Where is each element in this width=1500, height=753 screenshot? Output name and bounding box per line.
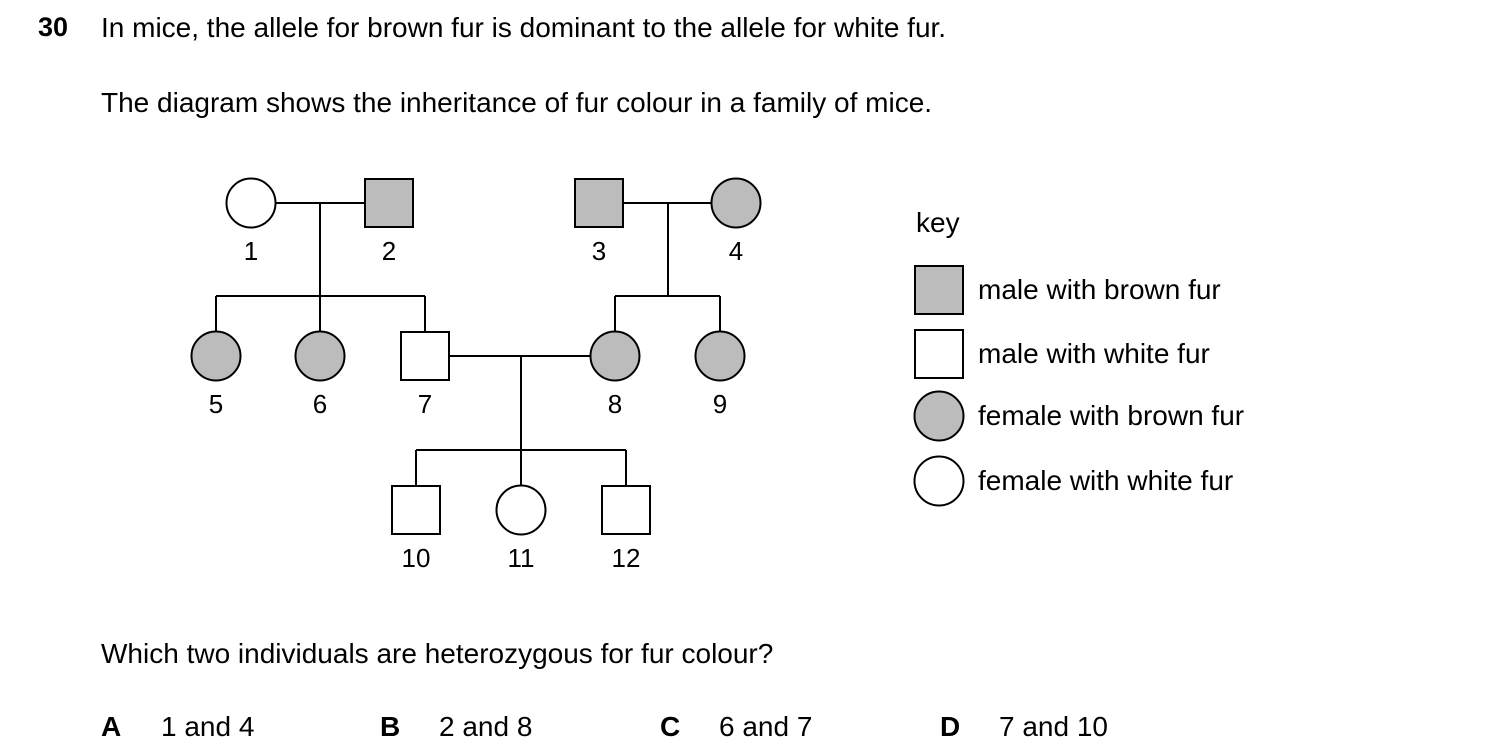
individual-2-label: 2 (382, 236, 396, 266)
question-intro: In mice, the allele for brown fur is dom… (101, 12, 947, 43)
individual-12-square (601, 485, 651, 535)
option-b-text: 2 and 8 (439, 711, 533, 742)
individual-3-square (574, 178, 624, 228)
individual-9-circle (694, 330, 746, 382)
option-d-letter: D (940, 711, 961, 742)
key-label-male-brown: male with brown fur (978, 274, 1221, 305)
individual-11-label: 11 (508, 543, 535, 573)
individual-8-label: 8 (608, 389, 622, 419)
individual-5-circle (190, 330, 242, 382)
individual-9-label: 9 (713, 389, 727, 419)
individual-12-label: 12 (612, 543, 641, 573)
key-title: key (916, 207, 960, 238)
key-symbol-male-white (914, 329, 964, 379)
individual-7-label: 7 (418, 389, 432, 419)
question-prompt: Which two individuals are heterozygous f… (101, 638, 774, 669)
individual-11-circle (495, 484, 547, 536)
individual-3-label: 3 (592, 236, 606, 266)
option-a-letter: A (101, 711, 122, 742)
individual-8-circle (589, 330, 641, 382)
individual-10-label: 10 (402, 543, 431, 573)
individual-1-label: 1 (244, 236, 258, 266)
individual-5-label: 5 (209, 389, 223, 419)
diagram-description: The diagram shows the inheritance of fur… (101, 87, 933, 118)
individual-1-circle (225, 177, 277, 229)
option-d-text: 7 and 10 (999, 711, 1108, 742)
option-c-letter: C (660, 711, 681, 742)
key-symbol-male-brown (914, 265, 964, 315)
key-label-female-white: female with white fur (978, 465, 1233, 496)
pedigree-connecting-lines (215, 202, 721, 485)
individual-2-square (364, 178, 414, 228)
individual-6-label: 6 (313, 389, 327, 419)
individual-10-square (391, 485, 441, 535)
key-label-female-brown: female with brown fur (978, 400, 1244, 431)
individual-7-square (400, 331, 450, 381)
option-c-text: 6 and 7 (719, 711, 813, 742)
individual-6-circle (294, 330, 346, 382)
question-number: 30 (38, 12, 69, 42)
key-symbol-female-white (913, 455, 965, 507)
option-b-letter: B (380, 711, 401, 742)
individual-4-circle (710, 177, 762, 229)
individual-4-label: 4 (729, 236, 743, 266)
key-label-male-white: male with white fur (978, 338, 1210, 369)
option-a-text: 1 and 4 (161, 711, 255, 742)
key-symbol-female-brown (913, 390, 965, 442)
